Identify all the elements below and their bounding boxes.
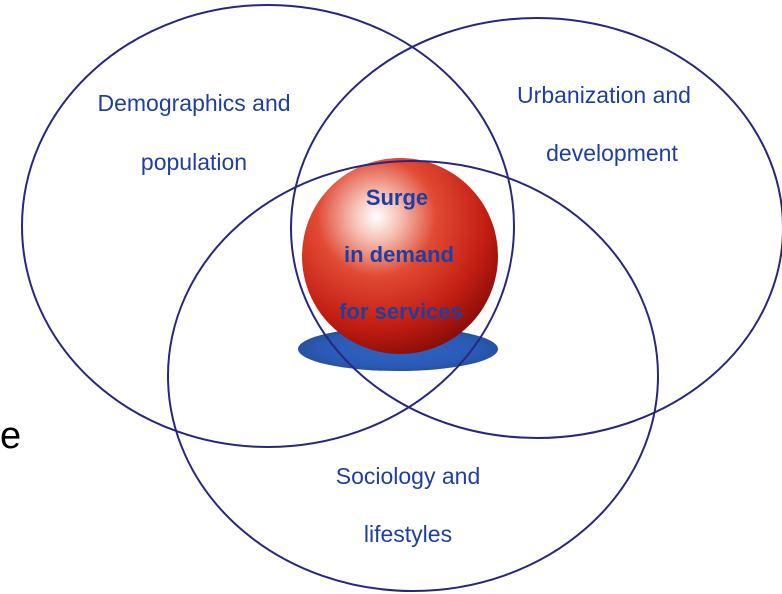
center-label-line-1: Surge <box>366 185 428 210</box>
urbanization-label-line-2: development <box>546 140 678 166</box>
center-sphere <box>302 158 498 354</box>
venn-circle-sociology <box>167 160 659 592</box>
center-label-line-3: for services <box>339 299 463 324</box>
venn-circle-urbanization <box>290 17 782 439</box>
demographics-label-line-2: population <box>141 149 247 175</box>
center-label-line-2: in demand <box>344 242 454 267</box>
venn-circle-demographics <box>21 4 515 448</box>
sociology-label-line-2: lifestyles <box>364 521 452 547</box>
demographics-label-line-1: Demographics and <box>97 90 290 116</box>
sociology-label-line-1: Sociology and <box>336 463 481 489</box>
urbanization-label-line-1: Urbanization and <box>517 82 691 108</box>
edge-text-fragment: e <box>0 415 21 457</box>
